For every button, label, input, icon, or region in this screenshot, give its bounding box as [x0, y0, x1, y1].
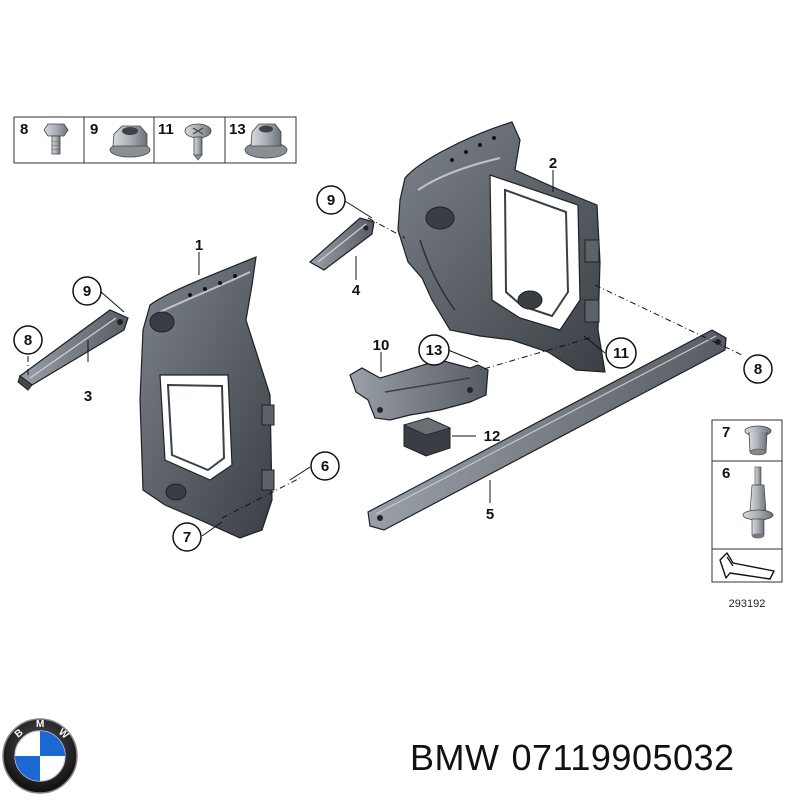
callout-6-label: 6	[321, 458, 329, 475]
leader-lines	[87, 170, 606, 537]
callout-1-label: 1	[195, 237, 203, 254]
direction-arrow-icon	[719, 552, 775, 580]
callout-9-upper-label: 9	[327, 192, 335, 209]
callout-11: 11	[605, 337, 637, 369]
hardware-label-11: 11	[158, 121, 174, 138]
callout-10: 10	[373, 337, 390, 354]
part-number: 07119905032	[511, 737, 735, 778]
callout-13-label: 13	[426, 342, 443, 359]
strut-part-4	[308, 217, 375, 271]
rivet-icon	[742, 466, 774, 539]
callout-13: 13	[418, 334, 450, 366]
strut-part-3	[17, 309, 129, 391]
callout-8-left-label: 8	[24, 332, 32, 349]
fastener-legend-box: 7 6 293192	[711, 419, 783, 610]
bracket-part-1	[139, 256, 275, 539]
bracket-part-2	[397, 121, 606, 373]
callout-3: 3	[84, 388, 92, 405]
figure-number: 293192	[729, 598, 766, 610]
assembly-lines	[27, 217, 743, 519]
fastener-label-6: 6	[722, 465, 730, 482]
callout-7-label: 7	[183, 529, 191, 546]
callout-9-left-label: 9	[83, 283, 91, 300]
grommet-icon	[744, 425, 772, 456]
callout-9-upper: 9	[316, 185, 346, 215]
brand-maker: BMW	[410, 737, 500, 778]
callout-5-label: 5	[486, 506, 494, 523]
callout-2-label: 2	[549, 155, 557, 172]
cross-rail-part-5	[367, 329, 727, 531]
collar-nut-icon	[244, 123, 288, 159]
callout-6: 6	[310, 451, 340, 481]
callout-8-left: 8	[13, 325, 43, 355]
torx-screw-icon	[184, 123, 212, 161]
callout-3-label: 3	[84, 388, 92, 405]
callout-11-label: 11	[613, 345, 629, 362]
brand-part-number: BMW 07119905032	[410, 737, 747, 779]
hardware-label-9: 9	[90, 121, 98, 138]
callout-12: 12	[484, 428, 501, 445]
callout-7: 7	[172, 522, 202, 552]
callout-9-left: 9	[72, 276, 102, 306]
hardware-label-8: 8	[20, 121, 28, 138]
hardware-label-13: 13	[229, 121, 246, 138]
callout-12-label: 12	[484, 428, 501, 445]
callout-10-label: 10	[373, 337, 390, 354]
flange-nut-icon	[109, 125, 151, 158]
logo-letter-m: M	[36, 719, 44, 730]
bmw-logo: B M W	[2, 718, 78, 794]
callout-4: 4	[352, 282, 361, 299]
hex-bolt-icon	[43, 123, 69, 155]
callout-2: 2	[549, 155, 557, 172]
hardware-legend-box: 8 9 11 13	[13, 116, 297, 164]
bracket-part-10	[349, 359, 489, 421]
callout-1: 1	[195, 237, 203, 254]
callout-8-right: 8	[743, 354, 773, 384]
callout-5: 5	[486, 506, 494, 523]
relay-part-12	[402, 417, 452, 457]
callout-8-right-label: 8	[754, 361, 762, 378]
callout-4-label: 4	[352, 282, 361, 299]
fastener-label-7: 7	[722, 424, 730, 441]
